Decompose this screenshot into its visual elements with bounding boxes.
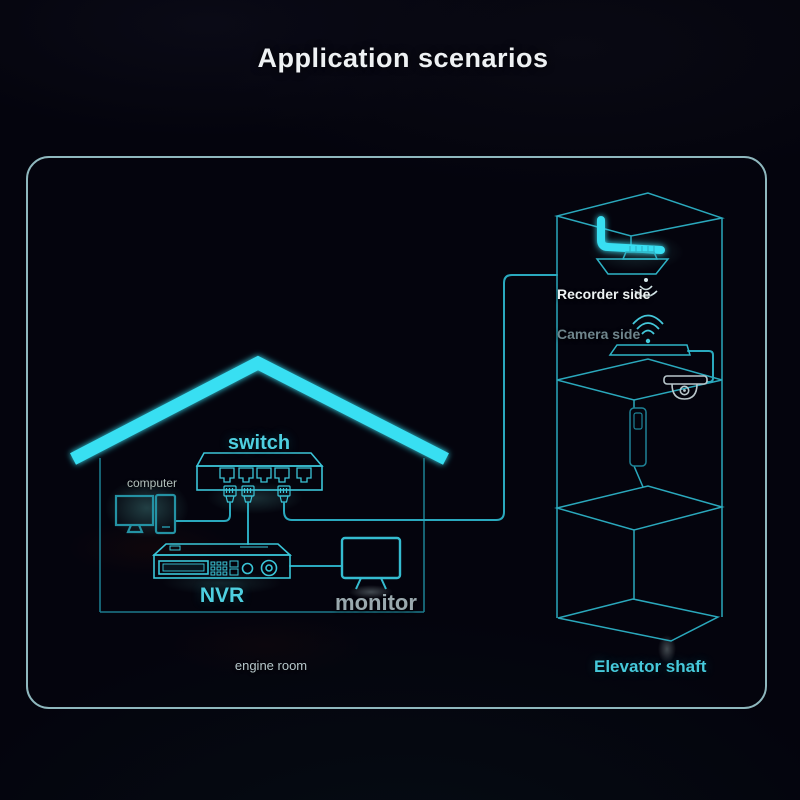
camera-side-unit [608, 314, 692, 356]
wifi-down-icon [634, 278, 658, 298]
label-camera-side: Camera side [557, 326, 641, 342]
shaft-lower-floor [554, 485, 725, 531]
shaft-mid-floor [556, 358, 723, 401]
elevator-shaft-wireframe [554, 192, 725, 642]
shaft-front-edge [630, 236, 644, 600]
recorder-unit [595, 216, 670, 298]
label-recorder-side: Recorder side [557, 286, 651, 302]
cable-bridge-to-camera [687, 350, 714, 383]
page-title: Application scenarios [257, 43, 549, 73]
roof [70, 355, 449, 465]
nvr-device [151, 543, 293, 579]
elevator-door-panel [629, 407, 647, 467]
label-elevator-shaft: Elevator shaft [594, 657, 707, 676]
frame-border [26, 156, 767, 709]
switch-plugs [223, 485, 291, 503]
wifi-up-icon [632, 314, 664, 344]
switch-device [195, 452, 324, 503]
bridge-device [608, 344, 692, 356]
cable-switch-to-elevator [283, 274, 558, 521]
shaft-bottom-face [557, 598, 721, 642]
label-switch: switch [227, 432, 291, 454]
cable-computer-to-switch [174, 502, 231, 522]
nvr-keypad [210, 561, 228, 576]
computer-tower [154, 493, 177, 535]
label-engine-room: engine room [234, 658, 308, 673]
monitor-device [340, 536, 402, 590]
ambient-glows [105, 232, 684, 663]
engine-room-house [70, 355, 449, 613]
computer-screen [114, 494, 155, 527]
switch-ports [219, 467, 312, 483]
computer-stand [126, 524, 144, 534]
shaft-top-face [554, 192, 725, 237]
label-computer: computer [126, 476, 178, 490]
label-nvr: NVR [199, 584, 245, 607]
bracket-highlight [597, 216, 665, 254]
label-monitor: monitor [335, 590, 417, 615]
dome-camera [663, 375, 708, 400]
room-walls [99, 458, 425, 613]
computer-device [114, 493, 177, 535]
cables [174, 274, 714, 567]
